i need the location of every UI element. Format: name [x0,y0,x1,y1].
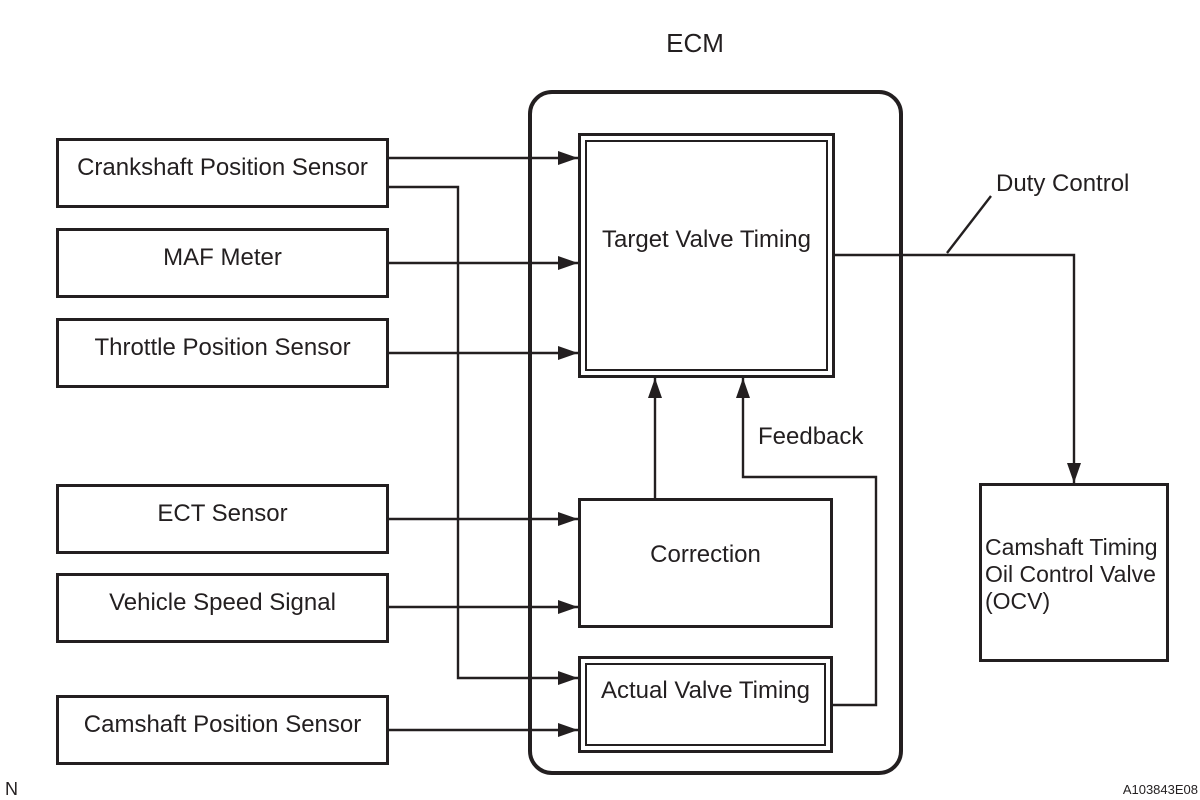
input-box-maf-meter: MAF Meter [56,228,389,298]
ocv-label-line1: Camshaft Timing [985,533,1158,560]
ecm-title: ECM [666,28,724,58]
figure-code: A103843E08 [1122,782,1198,797]
input-label: Crankshaft Position Sensor [77,154,368,181]
input-box-vehicle-speed-signal: Vehicle Speed Signal [56,573,389,643]
actual-valve-timing-box: Actual Valve Timing [578,656,833,753]
input-label: ECT Sensor [157,500,288,527]
correction-label: Correction [650,541,761,568]
actual-valve-timing-label: Actual Valve Timing [601,677,810,704]
input-box-crankshaft-position-sensor: Crankshaft Position Sensor [56,138,389,208]
ocv-label-line2: Oil Control Valve [985,560,1156,587]
input-box-throttle-position-sensor: Throttle Position Sensor [56,318,389,388]
duty-control-callout-line [946,195,992,254]
input-label: Vehicle Speed Signal [109,589,336,616]
correction-box: Correction [578,498,833,628]
ocv-label-line3: (OCV) [985,587,1051,614]
input-label: Camshaft Position Sensor [83,711,362,738]
input-label: Throttle Position Sensor [94,334,351,361]
corner-mark: N [5,779,18,799]
ocv-box: Camshaft Timing Oil Control Valve (OCV) [979,483,1169,662]
input-label: MAF Meter [163,244,282,271]
input-box-ect-sensor: ECT Sensor [56,484,389,554]
duty-control-label: Duty Control [996,170,1130,197]
input-box-camshaft-position-sensor: Camshaft Position Sensor [56,695,389,765]
feedback-label: Feedback [758,423,864,450]
target-valve-timing-label: Target Valve Timing [602,226,811,253]
target-valve-timing-box: Target Valve Timing [578,133,835,378]
